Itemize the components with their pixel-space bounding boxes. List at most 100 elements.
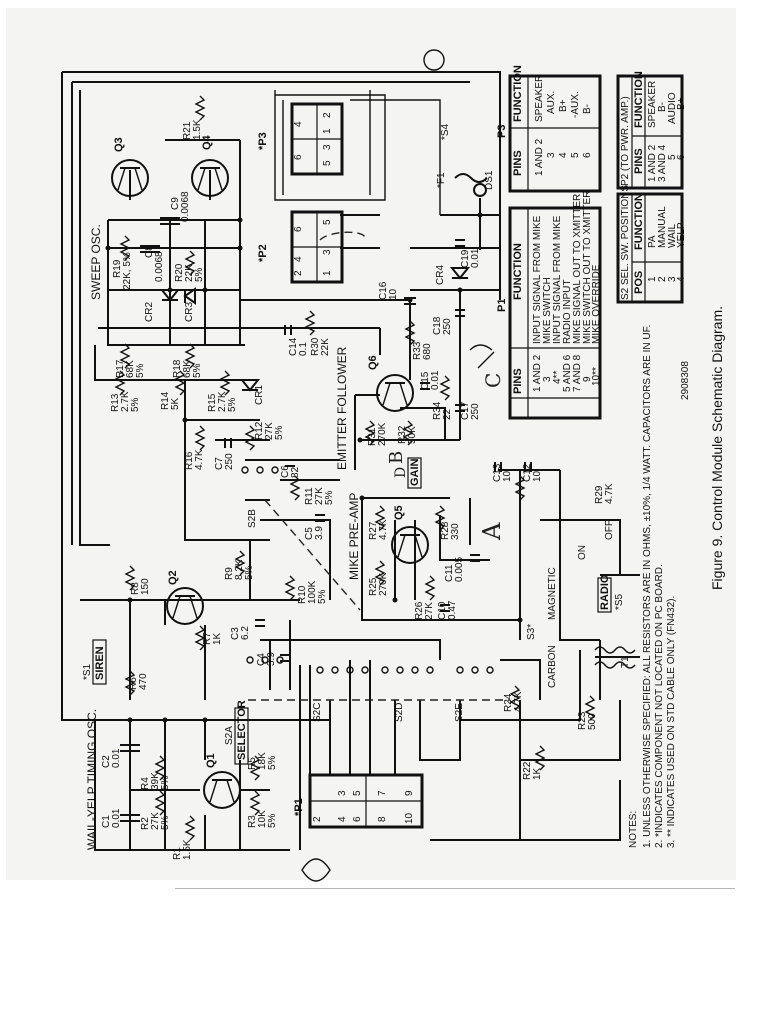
r13-value: 2.7K (120, 391, 131, 412)
c10-ref: C10 (437, 601, 448, 620)
r12-tol: 5% (274, 425, 285, 440)
svg-text:7: 7 (377, 790, 388, 796)
r7-ref: R7 (202, 632, 213, 645)
c7-value: 250 (224, 453, 235, 470)
radio-label-box (597, 577, 612, 613)
c8-ref: C8 (144, 245, 155, 258)
c18-ref: C18 (432, 316, 443, 335)
s2a-label: S2A (224, 726, 235, 745)
q3-label: Q3 (113, 137, 125, 152)
c17-value: 250 (470, 403, 481, 420)
s2-row-4-function: YELP (676, 222, 687, 248)
c3-ref: C3 (230, 627, 241, 640)
diode-symbols (159, 267, 471, 392)
r2-tol: 5% (160, 815, 171, 830)
p3-table-header-pins: PINS (512, 150, 524, 176)
s2e-label: S2E (454, 703, 465, 722)
sweep-osc-title: SWEEP OSC. (89, 224, 103, 300)
handwritten-a: A (478, 522, 506, 541)
svg-text:1: 1 (322, 128, 333, 134)
p2-row-2-pins: 3 AND 4 (657, 144, 668, 182)
r26-value: 27K (424, 602, 435, 620)
magnetic-label: MAGNETIC (547, 567, 558, 620)
cr2-label: CR2 (144, 302, 155, 322)
p1-row-6-pins: 9 (582, 376, 593, 382)
s2-positions-table: S2 SEL. SW. POSITIONS FUNCTION POS PA 1 … (616, 185, 687, 304)
r26-ref: R26 (414, 601, 425, 620)
svg-text:4: 4 (293, 256, 304, 262)
r8-ref: R8 (130, 582, 141, 595)
c4-value: 3.9 (266, 652, 277, 666)
circuit-wires (80, 139, 640, 850)
handwritten-c: C (481, 373, 505, 388)
p3-function-table: FUNCTION PINS P3 SPEAKER 1 AND 2 AUX. 3 … (496, 65, 602, 193)
svg-text:3: 3 (322, 249, 333, 255)
p3-row-5-function: B- (582, 104, 593, 114)
notes-title: NOTES: (628, 811, 639, 848)
radio-label: RADIO (599, 574, 611, 610)
p2-row-1-pins: 1 AND 2 (647, 144, 658, 182)
cr3-label: CR3 (184, 302, 195, 322)
svg-text:8: 8 (377, 816, 388, 822)
c1-value: 0.01 (111, 808, 122, 828)
c16-ref: C16 (378, 281, 389, 300)
emitter-follower-title: EMITTER FOLLOWER (335, 346, 349, 470)
r18-value: 68K (182, 360, 193, 378)
r18-tol: 5% (192, 363, 203, 378)
c9-ref: C9 (170, 197, 181, 210)
r15-tol: 5% (227, 397, 238, 412)
s2-row-2-pos: 2 (657, 276, 668, 282)
s2-row-2-function: MANUAL (657, 206, 668, 248)
svg-text:1: 1 (322, 270, 333, 276)
p3-row-3-pins: 4 (558, 152, 569, 158)
r30-ref: R30 (310, 337, 321, 356)
r34-ref: R34 (432, 401, 443, 420)
r28-value: 330 (450, 523, 461, 540)
c13-ref: C13 (492, 463, 503, 482)
transistor-q4-symbol (191, 159, 229, 197)
s3-label: S3* (526, 624, 537, 640)
c1-ref: C1 (101, 815, 112, 828)
svg-text:3: 3 (322, 144, 333, 150)
r30-value: 22K (320, 338, 331, 356)
figure-caption: Figure 9. Control Module Schematic Diagr… (709, 306, 725, 590)
p1-row-3-function: INPUT SIGNAL FROM MIKE (552, 215, 563, 344)
r4-value: 39K (150, 772, 161, 790)
svg-text:4: 4 (337, 816, 348, 822)
s2d-label: S2D (394, 703, 405, 722)
r31-ref: R31 (367, 427, 378, 446)
svg-text:5: 5 (322, 219, 333, 225)
p3-row-2-pins: 3 (546, 152, 557, 158)
transistor-q6-symbol (376, 374, 414, 412)
p2-row-3-pins: 5 (667, 154, 678, 160)
r7-value: 1K (212, 632, 223, 645)
c16-value: 10 (388, 288, 399, 300)
on-label: ON (577, 545, 588, 560)
c17-ref: C17 (460, 401, 471, 420)
r25-ref: R25 (368, 577, 379, 596)
capacitor-symbols (120, 217, 532, 822)
r8-value: 150 (140, 578, 151, 595)
r12-value: 27K (264, 422, 275, 440)
r25-value: 270K (378, 572, 389, 596)
ds1-label: DS1 (484, 170, 495, 190)
p3-table-label: P3 (496, 125, 508, 138)
mike-preamp-title: MIKE PRE-AMP (347, 493, 361, 580)
transistor-q2-symbol (166, 587, 204, 625)
r27-value: 4.7K (378, 519, 389, 540)
c12-ref: C12 (522, 463, 533, 482)
r16-ref: R16 (184, 451, 195, 470)
s1-label: *S1 (82, 663, 93, 680)
r13-tol: 5% (130, 397, 141, 412)
p2-row-1-function: SPEAKER (647, 81, 658, 128)
r4-ref: R4 (140, 777, 151, 790)
transistor-q1-symbol (203, 771, 241, 809)
p2-table-header-function: FUNCTION (633, 71, 645, 128)
svg-text:9: 9 (404, 790, 415, 796)
p3-row-2-function: AUX. (546, 91, 557, 114)
p1-row-2-pins: 3 (542, 376, 553, 382)
handwritten-d: D (393, 467, 409, 478)
svg-text:5: 5 (322, 160, 333, 166)
transistor-q3-symbol (111, 159, 149, 197)
q4-label: Q4 (201, 134, 213, 150)
